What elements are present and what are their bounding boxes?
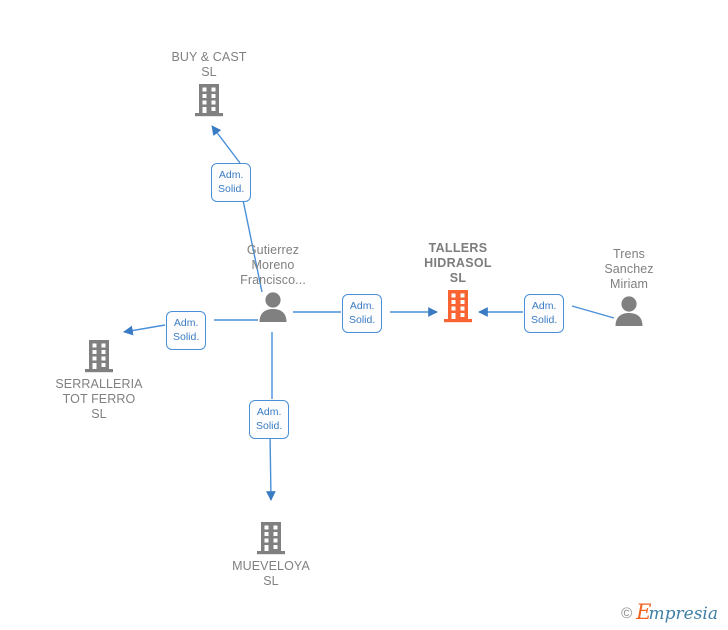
building-icon [206, 520, 336, 556]
building-icon [393, 288, 523, 324]
brand-initial: E [636, 600, 652, 624]
copyright-icon: © [621, 604, 633, 622]
building-icon [34, 338, 164, 374]
node-tallers-hidrasol[interactable]: TALLERS HIDRASOL SL [393, 241, 523, 324]
node-mueveloya[interactable]: MUEVELOYA SL [206, 518, 336, 589]
node-label: Gutierrez Moreno Francisco... [240, 243, 306, 287]
brand-name: mpresia [648, 604, 719, 624]
edge-label-gutierrez-serralleria[interactable]: Adm. Solid. [166, 311, 207, 350]
node-gutierrez-moreno-francisco[interactable]: Gutierrez Moreno Francisco... [208, 243, 338, 322]
node-label: Trens Sanchez Miriam [604, 247, 654, 291]
node-serralleria-tot-ferro[interactable]: SERRALLERIA TOT FERRO SL [34, 336, 164, 422]
building-icon [144, 82, 274, 118]
edge-label-trens-tallers[interactable]: Adm. Solid. [524, 294, 565, 333]
edge-label-gutierrez-buycast[interactable]: Adm. Solid. [211, 163, 252, 202]
edge-label-gutierrez-tallers[interactable]: Adm. Solid. [342, 294, 383, 333]
node-label: SERRALLERIA TOT FERRO SL [55, 377, 143, 421]
node-label: BUY & CAST SL [171, 50, 247, 79]
empresia-watermark: © E mpresia [621, 600, 719, 625]
node-label: TALLERS HIDRASOL SL [424, 241, 492, 285]
edge-label-gutierrez-mueveloya[interactable]: Adm. Solid. [249, 400, 290, 439]
node-label: MUEVELOYA SL [232, 559, 310, 588]
node-buy-cast[interactable]: BUY & CAST SL [144, 50, 274, 118]
person-icon [564, 294, 694, 326]
node-trens-sanchez-miriam[interactable]: Trens Sanchez Miriam [564, 247, 694, 326]
person-icon [208, 290, 338, 322]
